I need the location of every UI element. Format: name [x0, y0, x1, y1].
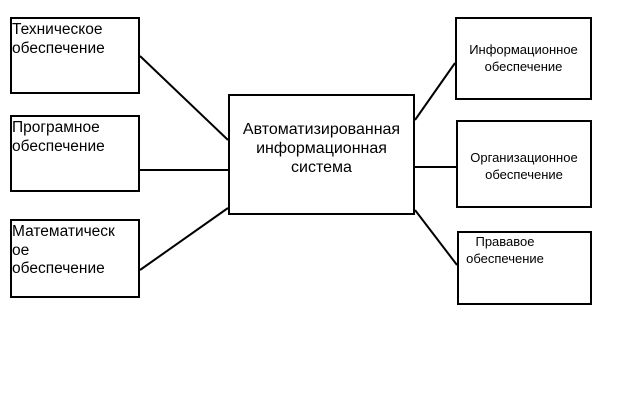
node-automated-information-system: Автоматизированная информационная систем… — [228, 94, 415, 215]
node-information-support: Информационное обеспечение — [455, 17, 592, 100]
node-information-support-label: Информационное обеспечение — [469, 42, 578, 75]
connector-legal — [414, 209, 458, 266]
node-software-support: Програмное обеспечение — [10, 115, 140, 192]
node-technical-support: Техническое обеспечение — [10, 17, 140, 94]
connector-tech — [139, 55, 229, 141]
node-software-support-label: Програмное обеспечение — [12, 119, 105, 155]
node-technical-support-label: Техническое обеспечение — [12, 21, 105, 57]
node-organizational-support: Организационное обеспечение — [456, 120, 592, 208]
node-organizational-support-label: Организационное обеспечение — [470, 150, 578, 183]
node-legal-support-label: Прававое обеспечение — [466, 234, 544, 267]
node-math-support-label: Математическ ое обеспечение — [12, 223, 115, 278]
node-legal-support: Прававое обеспечение — [457, 231, 592, 305]
connector-math — [139, 207, 229, 271]
node-math-support: Математическ ое обеспечение — [10, 219, 140, 298]
node-automated-information-system-label: Автоматизированная информационная систем… — [242, 121, 401, 177]
connector-info — [414, 62, 456, 121]
